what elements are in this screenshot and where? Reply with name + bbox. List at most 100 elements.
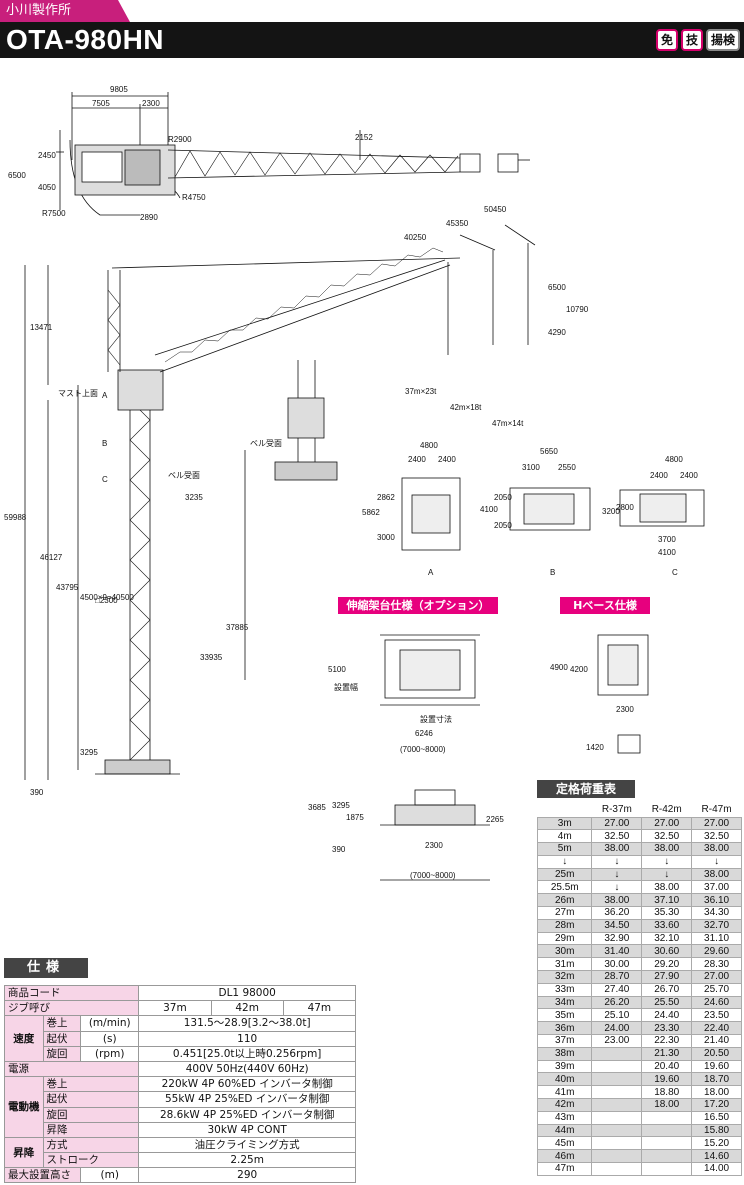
load-cell: 30.60	[641, 944, 693, 959]
dim-text: 2400	[650, 471, 668, 480]
radius-cell: ↓	[536, 854, 593, 869]
side-label: マスト上面	[58, 389, 98, 398]
dim-text: 10790	[566, 305, 589, 314]
load-cell: 24.00	[591, 1021, 643, 1036]
load-cell: 29.20	[641, 957, 693, 972]
dim-text: 45350	[446, 219, 469, 228]
load-cell: 26.70	[641, 982, 693, 997]
spec-label: ジブ呼び	[3, 1000, 140, 1017]
load-cell: 30.00	[591, 957, 643, 972]
load-cell: 27.40	[591, 982, 643, 997]
dim-text: 2300	[616, 705, 634, 714]
load-header: R-37m	[601, 803, 632, 815]
dim-text: 4050	[38, 183, 56, 192]
radius-cell: 38m	[536, 1046, 593, 1061]
spec-group: 電動機	[4, 1076, 44, 1138]
load-cell	[591, 1098, 643, 1112]
spec-value: 55kW 4P 25%ED インバータ制御	[138, 1091, 356, 1108]
spec-label: ストローク	[42, 1152, 140, 1169]
hook-label: 42m×18t	[450, 403, 482, 412]
load-cell: 32.70	[691, 918, 742, 933]
load-cell: 22.40	[691, 1021, 742, 1036]
load-cell: 24.40	[641, 1008, 693, 1023]
climbing-frame	[244, 360, 338, 680]
dim-text: 2050	[494, 493, 512, 502]
spec-value: 0.451[25.0t以上時0.256rpm]	[138, 1045, 356, 1062]
load-cell	[591, 1072, 643, 1087]
load-cell	[641, 1162, 693, 1176]
spec-value: 131.5～28.9[3.2～38.0t]	[138, 1015, 356, 1032]
spec-group: 速度	[4, 1015, 44, 1062]
dim-text: 3000	[377, 533, 395, 542]
load-cell: ↓	[691, 854, 742, 869]
load-cell: ↓	[591, 867, 643, 882]
load-cell: 20.40	[641, 1059, 693, 1074]
radius-cell: 37m	[536, 1034, 593, 1048]
radius-cell: 42m	[536, 1098, 593, 1112]
load-cell: 38.00	[591, 893, 643, 908]
spec-label: 最大設置高さ	[3, 1167, 82, 1184]
load-cell: ↓	[591, 854, 643, 869]
dim-text: 2550	[558, 463, 576, 472]
dim-text: 4100	[480, 505, 498, 514]
dim-text: 4500×9=40500	[80, 593, 134, 602]
dim-text: 37885	[226, 623, 249, 632]
radius-cell: 39m	[536, 1059, 593, 1074]
spec-value: 30kW 4P CONT	[138, 1121, 356, 1138]
dim-text: 設置幅	[334, 682, 358, 692]
radius-cell: 44m	[536, 1123, 593, 1138]
spec-unit: (rpm)	[80, 1045, 140, 1062]
load-table-title: 定格荷重表	[537, 780, 635, 798]
load-cell	[641, 1123, 693, 1138]
load-cell	[641, 1149, 693, 1164]
dim-text: 3100	[522, 463, 540, 472]
load-cell: 27.00	[641, 816, 693, 831]
dim-text: 1420	[586, 743, 604, 752]
dim-text: 2265	[486, 815, 504, 824]
dim-text: 2300	[142, 99, 160, 108]
load-cell: 25.10	[591, 1008, 643, 1023]
badge-exempt: 免	[655, 29, 678, 51]
dim-text: 2862	[377, 493, 395, 502]
dim-text: 1875	[346, 813, 364, 822]
radius-cell: 43m	[536, 1110, 593, 1125]
load-cell: 36.10	[691, 893, 742, 908]
dim-text: (7000~8000)	[400, 745, 446, 754]
load-cell: 33.60	[641, 918, 693, 933]
spec-label: 巻上	[42, 1015, 82, 1032]
dim-text: 46127	[40, 553, 63, 562]
spec-label: 方式	[42, 1136, 140, 1154]
spec-value: DL1 98000	[138, 984, 356, 1002]
dim-text: 3295	[332, 801, 350, 810]
spec-unit: (m)	[80, 1167, 140, 1184]
load-cell: 35.30	[641, 906, 693, 920]
load-cell: 31.40	[591, 944, 643, 959]
load-cell: 27.00	[691, 970, 742, 984]
dim-text: 6500	[8, 171, 26, 180]
spec-value: 28.6kW 4P 25%ED インバータ制御	[138, 1106, 356, 1123]
dim-text: 7505	[92, 99, 110, 108]
radius-cell: 41m	[536, 1085, 593, 1100]
dim-text: 59988	[4, 513, 27, 522]
load-cell: 32.50	[591, 829, 643, 844]
dim-text: 設置寸法	[420, 714, 452, 724]
dim-text: R7500	[42, 209, 66, 218]
load-cell: 38.00	[641, 880, 693, 895]
dim-text: 5100	[328, 665, 346, 674]
radius-cell: 29m	[536, 931, 593, 946]
load-cell: 27.00	[591, 816, 643, 831]
spec-group: 昇降	[4, 1136, 44, 1169]
load-cell: 31.10	[691, 931, 742, 946]
spec-label: 旋回	[42, 1045, 82, 1062]
